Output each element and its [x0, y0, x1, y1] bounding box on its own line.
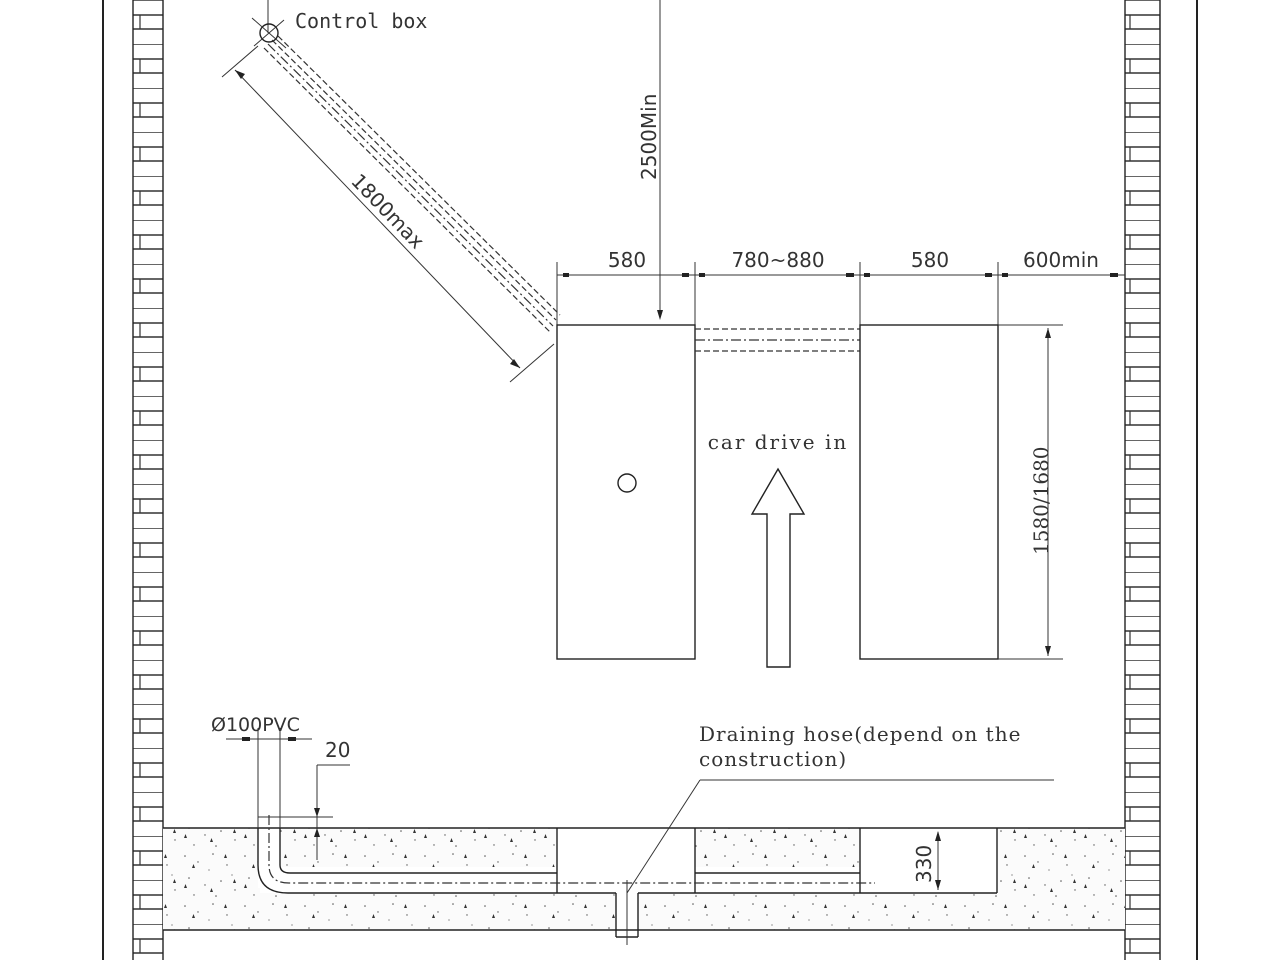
draining-hose-callout: Draining hose(depend on the construction…	[626, 722, 1054, 894]
dimension-right-ramp: 580	[911, 248, 949, 272]
draining-hose-label-line2: construction)	[699, 747, 847, 771]
draining-hose-label-line1: Draining hose(depend on the	[699, 722, 1021, 746]
floor-section	[163, 827, 1125, 945]
pvc-pipe: Ø100PVC	[211, 714, 875, 894]
height-clearance-label: 2500Min	[637, 94, 661, 180]
right-ramp	[859, 324, 1063, 660]
conduit-length-label: 1800max	[346, 169, 429, 254]
conduit	[263, 35, 561, 333]
arrow-up-icon	[750, 467, 806, 668]
length-label: 1580/1680	[1029, 446, 1053, 555]
control-box: Control box	[251, 0, 427, 49]
height-clearance-dimension: 2500Min	[637, 0, 663, 320]
length-dimension: 1580/1680	[1029, 328, 1053, 656]
dimension-left-ramp: 580	[608, 248, 646, 272]
cover-depth-dimension: 20	[258, 738, 350, 860]
dimension-wall-clearance: 600min	[1023, 248, 1099, 272]
right-wall	[1124, 0, 1198, 960]
post-hole-icon	[617, 473, 637, 493]
car-drive-in-label: car drive in	[708, 430, 849, 454]
dimension-gap: 780~880	[731, 248, 824, 272]
drive-direction: car drive in	[708, 430, 849, 668]
pvc-pipe-label: Ø100PVC	[211, 714, 300, 736]
left-ramp	[556, 324, 696, 660]
ramp-connection	[695, 328, 860, 352]
pit-depth-dimension: 330	[912, 831, 941, 890]
pit-depth-label: 330	[912, 845, 936, 883]
cover-depth-label: 20	[325, 738, 350, 762]
top-dimensions: 580 780~880 580 600min	[556, 248, 1125, 325]
conduit-length-dimension: 1800max	[221, 45, 555, 383]
left-wall	[102, 0, 164, 960]
control-box-label: Control box	[295, 9, 427, 33]
